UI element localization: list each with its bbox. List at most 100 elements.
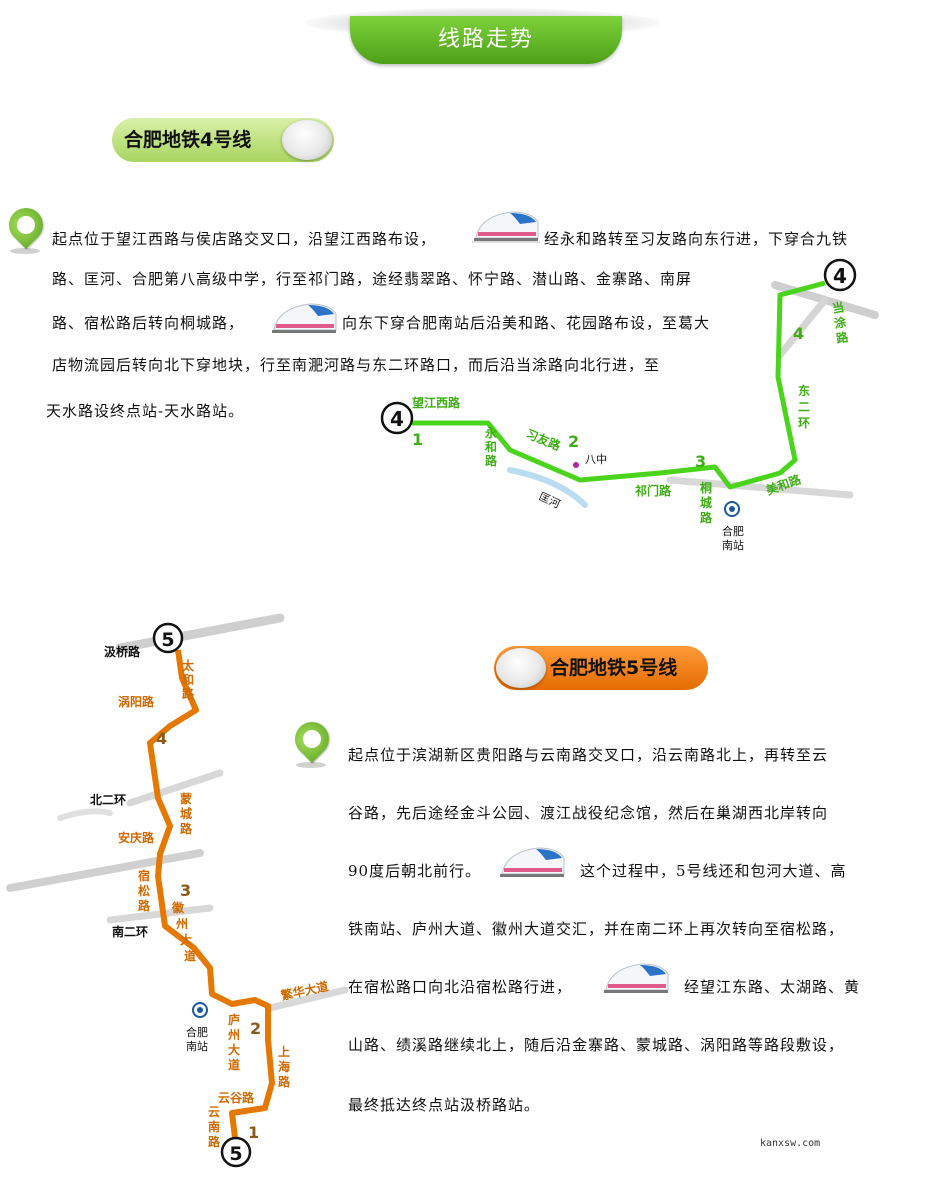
train-icon [604, 963, 669, 993]
line4-text-3b: 向东下穿合肥南站后沿美和路、花园路布设，至葛大 [342, 314, 711, 332]
road-label: 当 [831, 299, 845, 316]
road-label: 太 [182, 658, 195, 673]
road-label: 路 [485, 453, 498, 468]
line4-start-marker: 4 [380, 401, 414, 435]
line4-text-3a: 路、宿松路后转向桐城路， [52, 314, 245, 332]
map-road-bg [666, 476, 854, 499]
line4-text-5: 天水路设终点站-天水路站。 [46, 402, 245, 420]
line5-text-1: 起点位于滨湖新区贵阳路与云南路交叉口，沿云南路北上，再转至云 [348, 746, 829, 764]
road-label: 环 [798, 416, 810, 430]
train-icon [272, 303, 337, 333]
line4-text-1a: 起点位于望江西路与侯店路交叉口，沿望江西路布设， [52, 230, 437, 248]
road-label: 云谷路 [218, 1090, 255, 1105]
train-pin-icon [287, 714, 337, 770]
page-title: 线路走势 [350, 16, 622, 64]
svg-text:4: 4 [833, 264, 847, 288]
station-label: 南站 [186, 1039, 208, 1053]
segment-number: 3 [180, 881, 191, 900]
road-label: 祁门路 [635, 483, 672, 498]
road-label: 州 [175, 917, 188, 931]
map-road-bg [115, 613, 285, 653]
road-label: 云 [208, 1105, 220, 1119]
road-label: 路 [208, 1134, 221, 1149]
road-label: 州 [227, 1028, 240, 1042]
station-label: 南站 [722, 538, 744, 552]
map-road-bg [776, 296, 829, 359]
road-label: 路 [182, 686, 195, 701]
segment-number: 2 [250, 1019, 261, 1038]
road-label: 汲桥路 [104, 644, 141, 659]
road-label: 蒙 [180, 791, 192, 806]
road-label: 永 [484, 425, 497, 440]
line5-text-3a: 90度后朝北前行。 [348, 862, 482, 880]
line5-route [147, 649, 275, 1147]
road-label: 路 [835, 329, 850, 346]
station-icon [192, 1002, 208, 1018]
line5-route-map: 5 5 1 2 3 4 汲桥路 太 和 路 涡阳路 北二环 蒙 城 路 安庆路 … [6, 613, 349, 1168]
road-label: 路 [180, 821, 193, 836]
road-label: 庐 [228, 1012, 240, 1027]
segment-number: 4 [793, 324, 804, 343]
svg-text:5: 5 [161, 629, 174, 651]
svg-text:5: 5 [229, 1143, 242, 1165]
line5-text-7: 最终抵达终点站汲桥路站。 [348, 1096, 541, 1114]
road-label: 东 [798, 383, 810, 398]
road-label: 路 [138, 898, 151, 913]
map-road-bg [126, 769, 224, 807]
place-label: 八中 [585, 453, 607, 466]
road-label: 道 [184, 948, 196, 963]
line4-badge-knob [282, 120, 332, 160]
road-label: 南 [208, 1119, 220, 1134]
river-label: 匡河 [537, 490, 562, 511]
map-road-bg [57, 808, 113, 821]
road-label: 城 [700, 495, 712, 510]
road-label: 大 [228, 1042, 240, 1057]
footer-url: kanxsw.com [760, 1138, 821, 1149]
road-label: 宿 [138, 868, 150, 883]
line5-badge-knob [496, 648, 546, 688]
road-label: 北二环 [90, 792, 126, 807]
line5-text-2: 谷路，先后途经金斗公园、渡江战役纪念馆，然后在巢湖西北岸转向 [348, 804, 829, 822]
road-label: 路 [700, 510, 713, 525]
road-label: 和 [484, 439, 497, 454]
road-label: 南二环 [112, 924, 148, 939]
line5-text-4: 铁南站、庐州大道、徽州大道交汇，并在南二环上再次转向至宿松路， [348, 920, 845, 938]
road-label: 和 [181, 672, 194, 687]
line5-text-6: 山路、绩溪路继续北上，随后沿金寨路、蒙城路、涡阳路等路段敷设， [348, 1036, 845, 1054]
line4-text-2: 路、匡河、合肥第八高级中学，行至祁门路，途经翡翠路、怀宁路、潜山路、金寨路、南屏 [52, 270, 693, 288]
segment-number: 3 [695, 452, 706, 471]
train-icon [472, 211, 540, 243]
road-label: 城 [180, 806, 192, 821]
segment-number: 4 [156, 729, 167, 748]
segment-number: 1 [412, 430, 423, 449]
road-label: 习友路 [524, 426, 564, 454]
road-label: 上 [278, 1044, 290, 1059]
segment-number: 2 [568, 432, 579, 451]
line4-end-marker: 4 [823, 258, 857, 292]
road-label: 二 [798, 400, 810, 414]
svg-text:4: 4 [390, 407, 404, 431]
station-label: 合肥 [186, 1025, 208, 1039]
station-icon [724, 501, 740, 517]
road-label: 涡阳路 [118, 694, 155, 709]
line5-text-5a: 在宿松路口向北沿宿松路行进， [348, 978, 573, 996]
road-label: 望江西路 [412, 395, 461, 410]
road-label: 松 [138, 883, 150, 898]
line5-text-5b: 经望江东路、太湖路、黄 [684, 978, 861, 996]
road-label: 海 [278, 1059, 290, 1074]
line4-text-4: 店物流园后转向北下穿地块，行至南淝河路与东二环路口，而后沿当涂路向北行进，至 [52, 356, 661, 374]
station-label: 合肥 [722, 524, 744, 538]
line4-text-1b: 经永和路转至习友路向东行进，下穿合九铁 [544, 230, 849, 248]
road-label: 桐 [700, 480, 712, 495]
line4-route-map: 4 4 1 2 3 4 望江西路 永 和 路 习友路 八中 匡河 祁门路 桐 城… [380, 258, 879, 552]
road-label: 大 [180, 932, 192, 947]
road-label: 徽 [171, 900, 185, 915]
map-road-bg [106, 904, 214, 924]
road-label: 路 [278, 1074, 291, 1089]
map-road-bg [266, 986, 349, 1012]
segment-number: 1 [248, 1123, 259, 1142]
map-river [507, 467, 588, 508]
school-marker [573, 462, 579, 468]
line5-start-marker: 5 [220, 1136, 252, 1168]
train-pin-icon [1, 200, 51, 256]
